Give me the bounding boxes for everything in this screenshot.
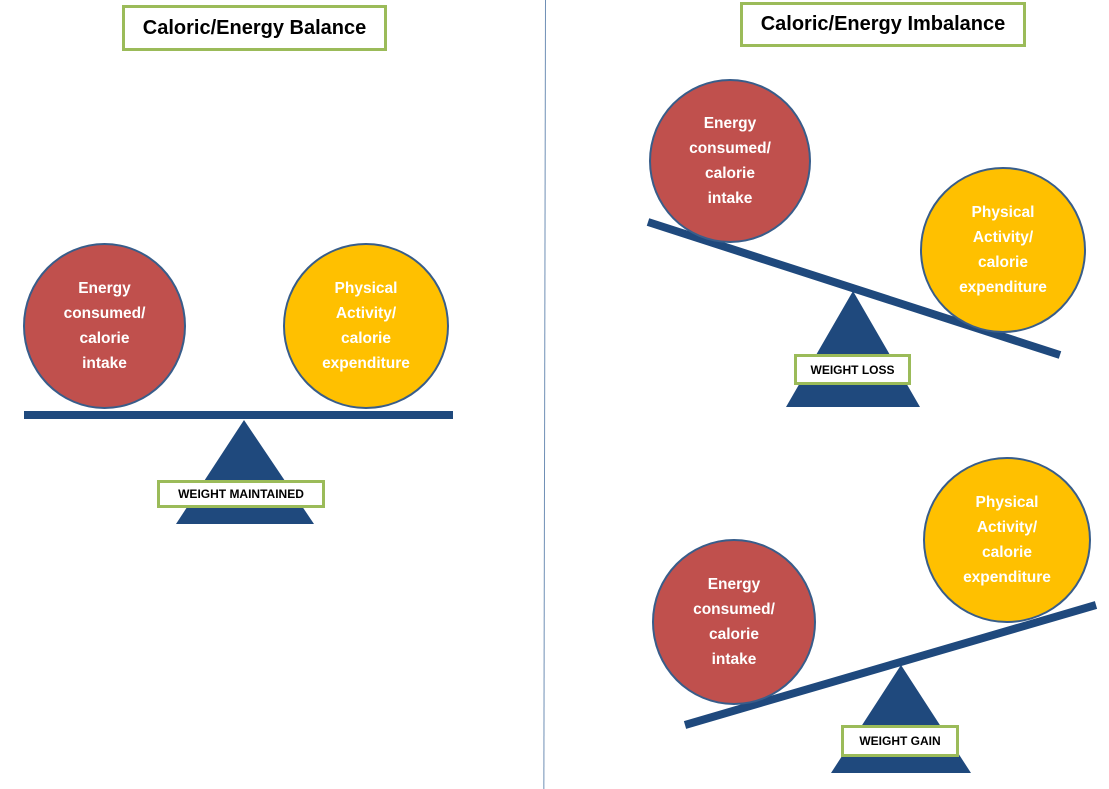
loss-intake-line-4: intake [707,190,753,207]
balance-expenditure-line-2: Activity/ [335,305,397,322]
gain-beam [683,601,1098,729]
loss-label: WEIGHT LOSS [794,354,911,385]
balance-intake-line-4: intake [82,355,127,372]
balance-title: Caloric/Energy Balance [122,5,387,51]
balance-intake-circle: Energy consumed/ calorie intake [23,243,186,409]
balance-expenditure-line-3: calorie [341,330,391,347]
loss-fulcrum [786,291,920,407]
loss-expenditure-line-3: calorie [978,254,1028,271]
loss-expenditure-line-1: Physical [971,204,1035,221]
balance-intake-line-1: Energy [78,280,131,297]
gain-expenditure-line-1: Physical [975,494,1039,511]
balance-intake-line-2: consumed/ [63,305,146,322]
loss-expenditure-circle: Physical Activity/ calorie expenditure [920,167,1086,333]
gain-intake-line-2: consumed/ [693,601,775,618]
gain-expenditure-line-4: expenditure [963,569,1051,586]
loss-beam [646,218,1062,359]
balance-expenditure-circle: Physical Activity/ calorie expenditure [283,243,449,409]
balance-expenditure-line-1: Physical [334,280,398,297]
gain-intake-circle: Energy consumed/ calorie intake [652,539,816,705]
gain-expenditure-circle: Physical Activity/ calorie expenditure [923,457,1091,623]
loss-intake-line-3: calorie [705,165,755,182]
loss-expenditure-line-2: Activity/ [972,229,1034,246]
gain-intake-line-3: calorie [709,626,759,643]
gain-expenditure-line-2: Activity/ [976,519,1038,536]
balance-intake-line-3: calorie [79,330,130,347]
imbalance-title: Caloric/Energy Imbalance [740,2,1026,47]
gain-expenditure-line-3: calorie [982,544,1032,561]
gain-intake-line-4: intake [711,651,757,668]
balance-label: WEIGHT MAINTAINED [157,480,325,508]
loss-intake-line-1: Energy [703,115,757,132]
gain-label: WEIGHT GAIN [841,725,959,757]
balance-fulcrum [176,420,314,524]
gain-intake-line-1: Energy [707,576,761,593]
loss-intake-circle: Energy consumed/ calorie intake [649,79,811,243]
balance-expenditure-line-4: expenditure [322,355,410,372]
loss-intake-line-2: consumed/ [689,140,771,157]
loss-expenditure-line-4: expenditure [959,279,1047,296]
